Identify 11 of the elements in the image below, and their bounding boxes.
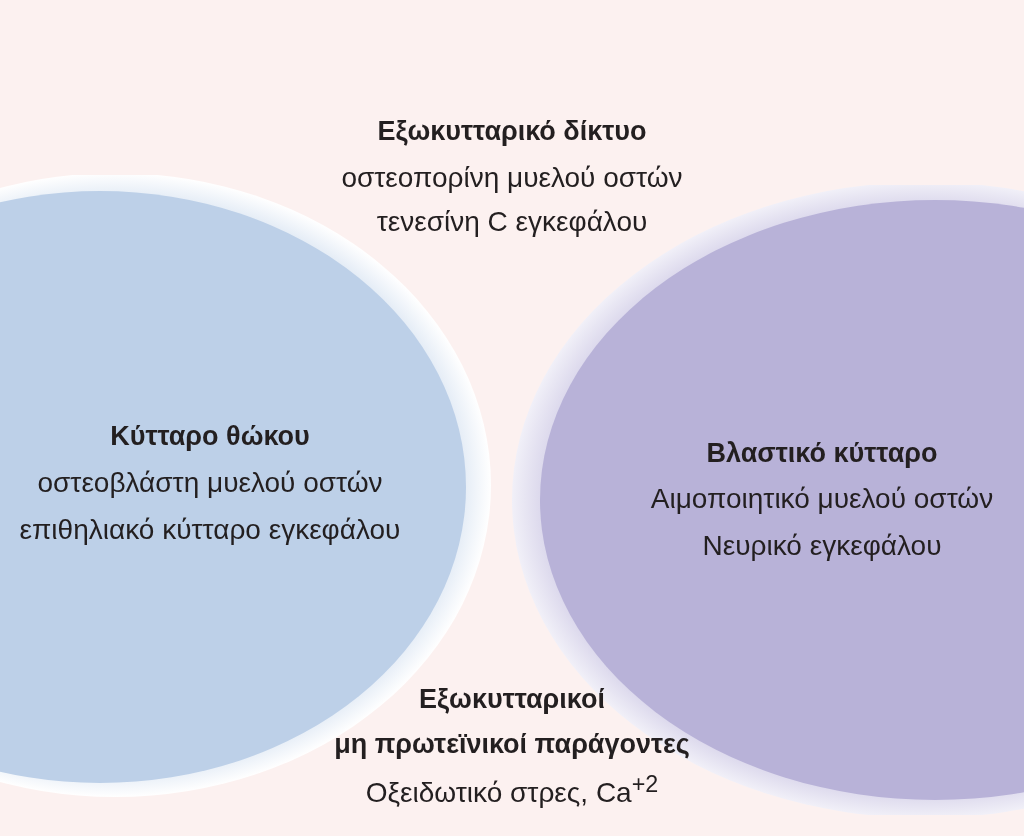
ellipse-text: επιθηλιακό κύτταρο εγκεφάλου bbox=[19, 513, 401, 547]
ellipse-heading: Κύτταρο θώκου bbox=[110, 419, 310, 453]
ellipse-heading: Βλαστικό κύτταρο bbox=[706, 436, 938, 470]
ellipse-text: Αιμοποιητικό μυελού οστών bbox=[650, 482, 994, 516]
ellipse-text: Νευρικό εγκεφάλου bbox=[702, 529, 942, 563]
ellipse-text: οστεοβλάστη μυελού οστών bbox=[37, 466, 383, 500]
text-line: τενεσίνη C εγκεφάλου bbox=[376, 205, 648, 239]
section-heading: Εξωκυτταρικοί μη πρωτεϊνικοί παράγοντες bbox=[334, 683, 690, 761]
section-heading: Εξωκυτταρικό δίκτυο bbox=[377, 114, 647, 148]
text-line: Οξειδωτικό στρες, Ca$^{+2}$ bbox=[365, 770, 659, 810]
text-line: οστεοπορίνη μυελού οστών bbox=[341, 161, 683, 195]
